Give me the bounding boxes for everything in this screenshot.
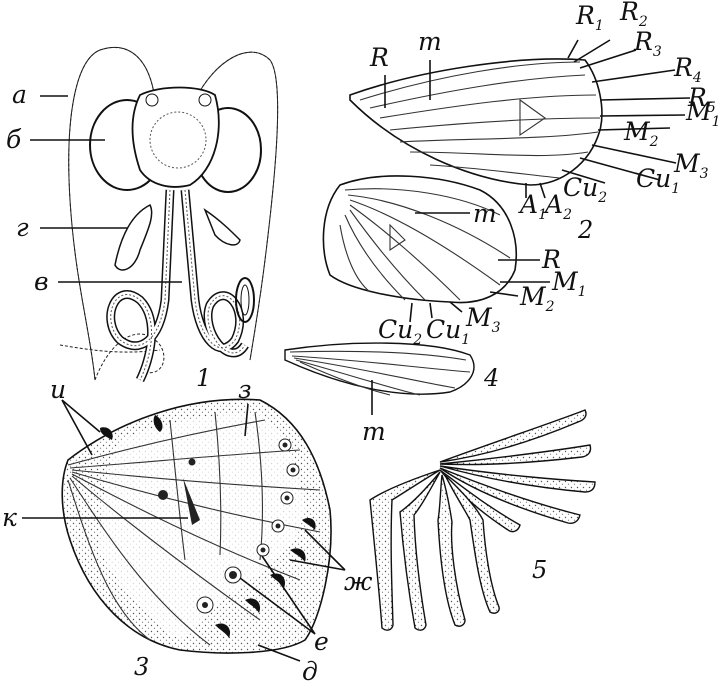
w4-label-m: m bbox=[362, 417, 386, 446]
bw-label-zh: ж bbox=[344, 567, 373, 596]
bw-label-z: з bbox=[238, 375, 252, 404]
figure-number-3: 3 bbox=[134, 653, 149, 681]
fw-label-R1: R1 bbox=[575, 1, 604, 34]
plume-wing-drawing bbox=[370, 410, 595, 630]
label-v: в bbox=[34, 267, 49, 296]
hw-label-M1: M1 bbox=[551, 267, 587, 300]
figure-number-5: 5 bbox=[532, 556, 547, 584]
bw-label-d: д bbox=[302, 657, 318, 684]
bw-label-e: е bbox=[314, 627, 329, 656]
fw-label-M3: M3 bbox=[673, 149, 709, 182]
hw-label-M3: M3 bbox=[465, 303, 501, 336]
bw-label-k: к bbox=[2, 503, 17, 532]
narrow-wing-drawing bbox=[285, 343, 474, 395]
hw-label-M2: M2 bbox=[519, 282, 555, 315]
head-drawing bbox=[60, 47, 278, 380]
fw-label-R2: R2 bbox=[619, 0, 648, 30]
hw-label-m: m bbox=[473, 199, 497, 228]
fw-label-A1: A1 bbox=[518, 190, 547, 223]
figure-number-4: 4 bbox=[483, 364, 499, 392]
fw-label-m: m bbox=[418, 27, 442, 56]
labial-palp bbox=[115, 205, 152, 270]
hindwing-drawing bbox=[323, 176, 516, 303]
fw-label-Cu2: Cu2 bbox=[563, 173, 607, 206]
label-g: г bbox=[16, 213, 29, 242]
fw-label-M2: M2 bbox=[623, 117, 659, 150]
forewing-outline bbox=[350, 59, 602, 185]
fw-label-R3: R3 bbox=[633, 27, 662, 60]
figure-number-1: 1 bbox=[196, 364, 211, 392]
label-b: б bbox=[6, 125, 22, 154]
fw-label-R4: R4 bbox=[673, 53, 702, 86]
fw-label-R: R bbox=[369, 43, 389, 72]
label-a: а bbox=[12, 80, 27, 109]
bw-label-i: и bbox=[50, 375, 66, 404]
hw-label-Cu1: Cu1 bbox=[426, 315, 470, 348]
figure-number-2: 2 bbox=[577, 216, 593, 244]
forewing-drawing bbox=[350, 59, 602, 185]
